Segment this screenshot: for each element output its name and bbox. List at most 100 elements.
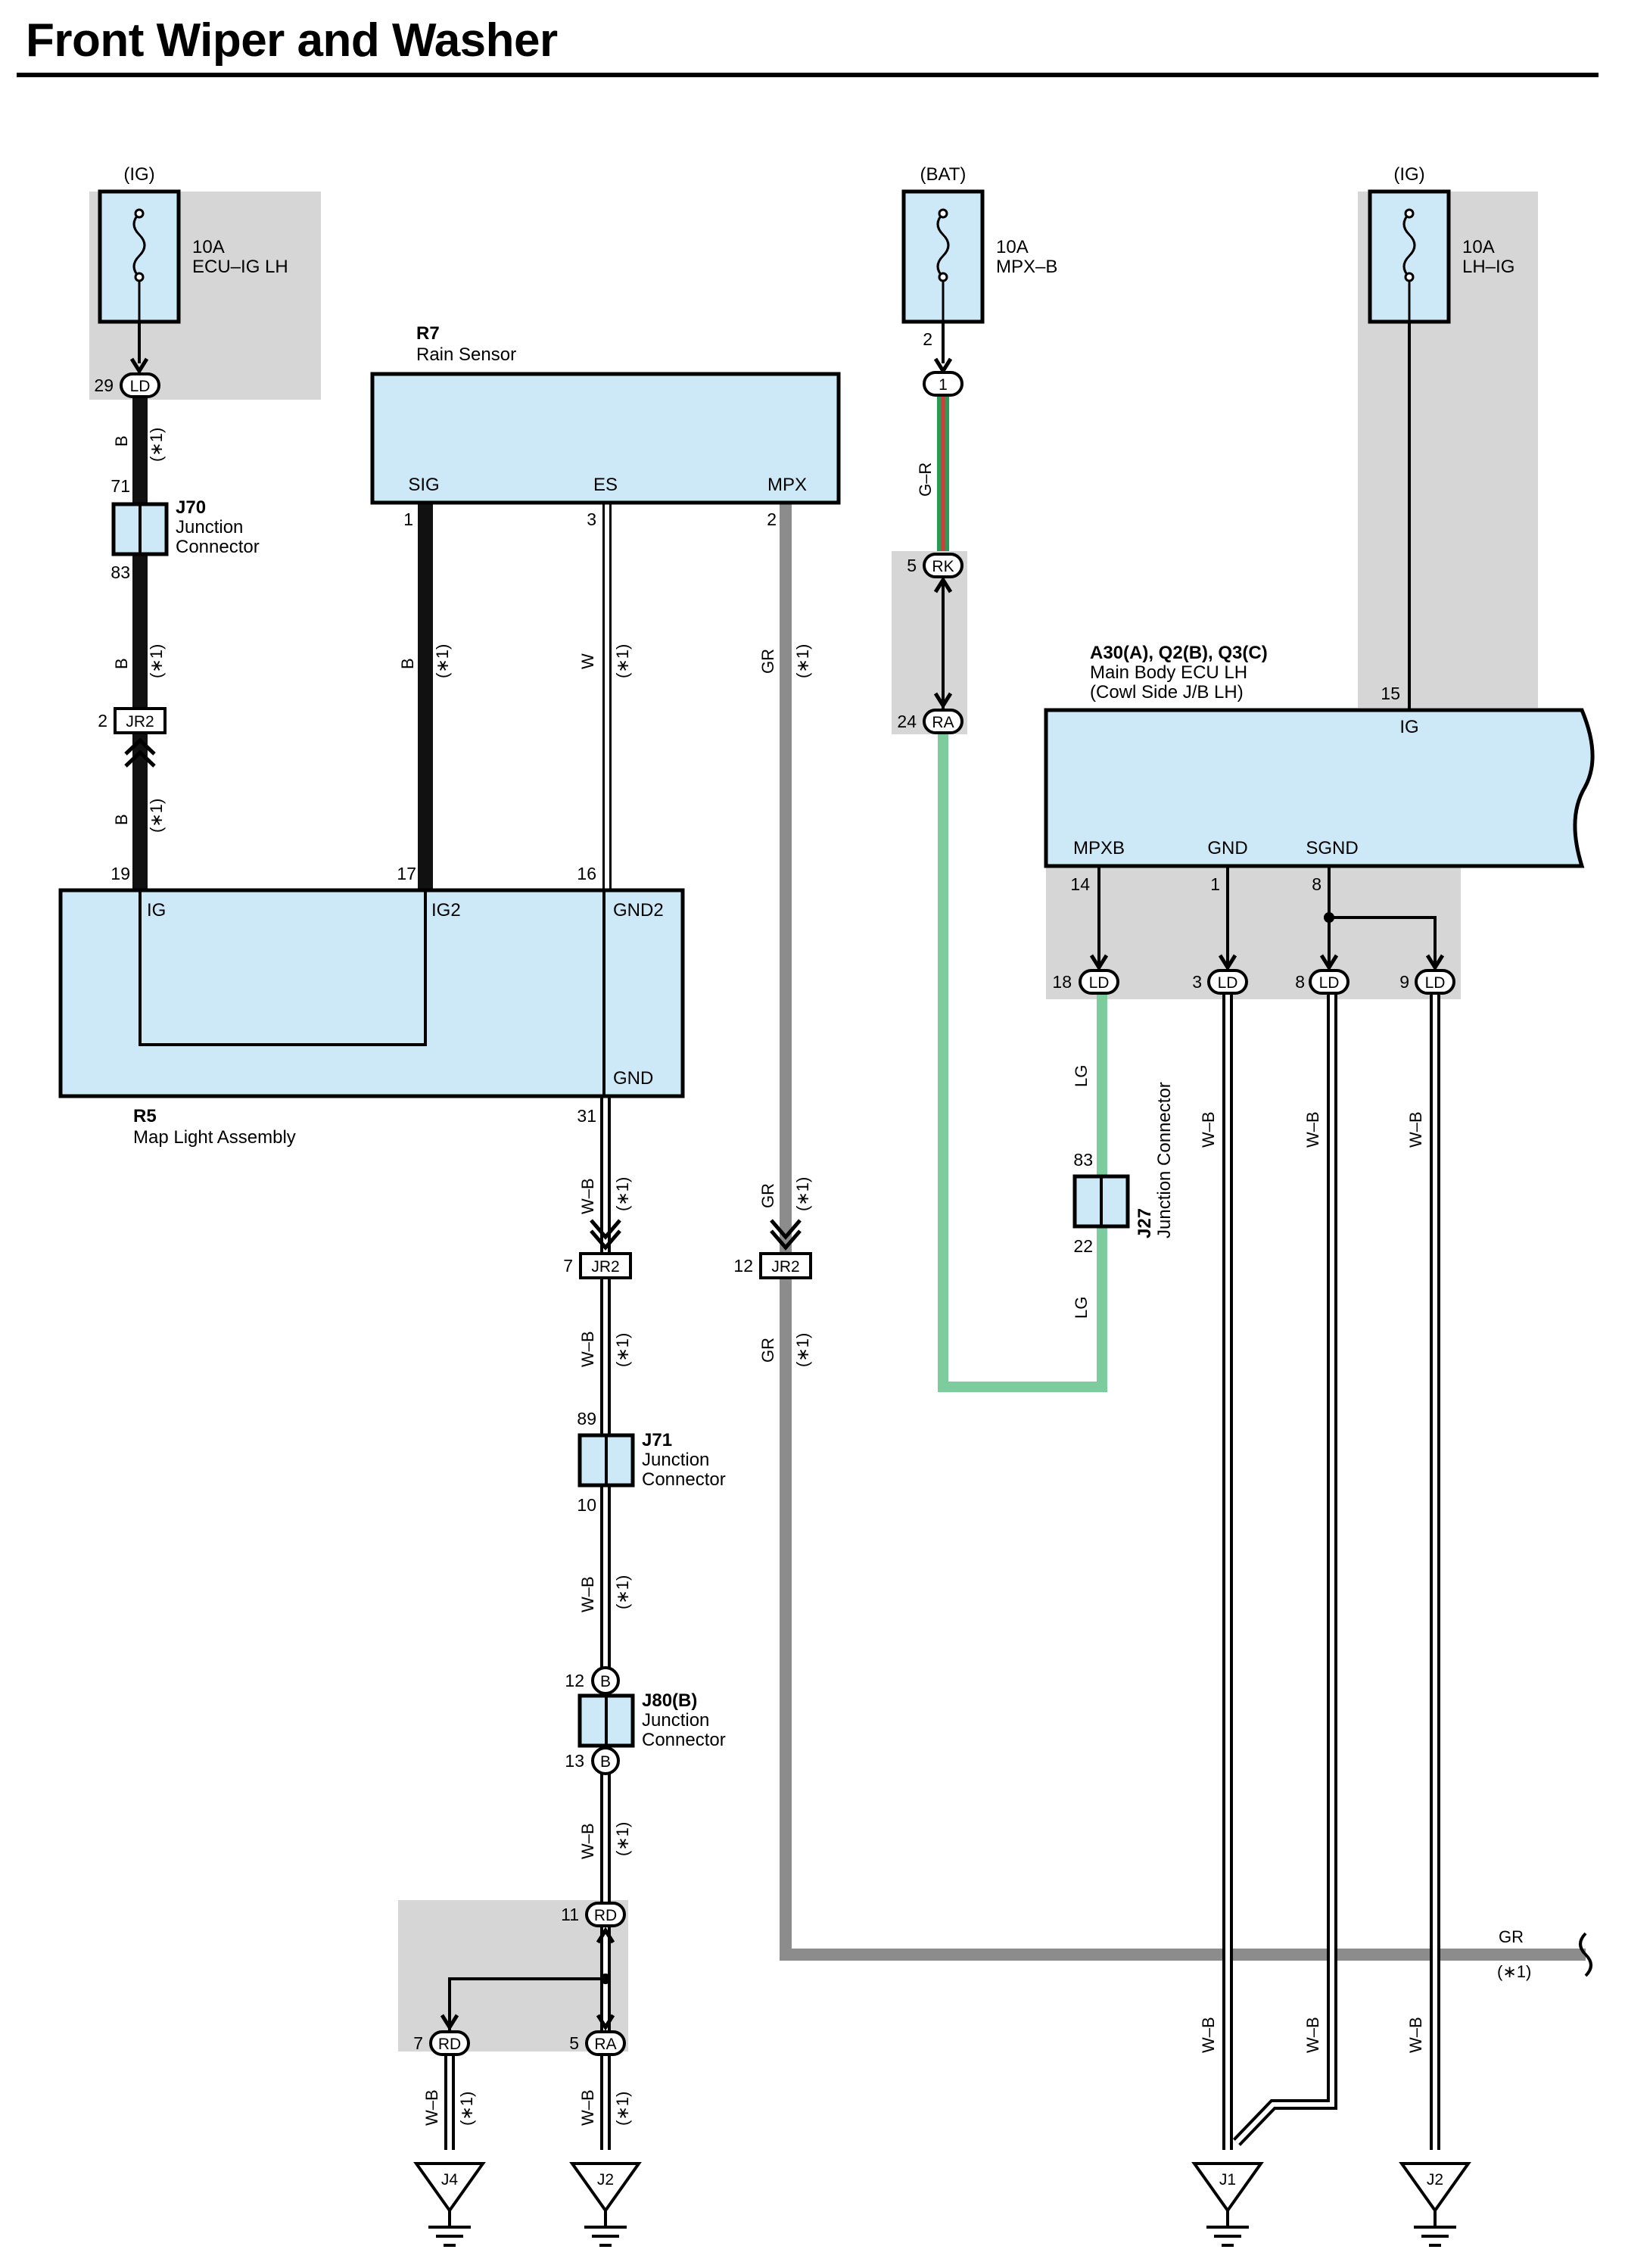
component-code: R5 [133, 1106, 157, 1126]
pin-number: 29 [94, 375, 114, 395]
wire-note: (∗1) [793, 1333, 812, 1367]
connector-label: LD [130, 378, 151, 395]
connector-rd-7: RD 7 [413, 2030, 470, 2056]
pin-number: 1 [1210, 874, 1220, 894]
wire-color-label: W [578, 653, 597, 669]
pin-number: 18 [1052, 972, 1072, 992]
connector-label: LD [1319, 974, 1340, 992]
connector-jr2-2: JR2 2 [98, 707, 167, 768]
wire-color-label: B [398, 658, 417, 669]
component-name: Junction [642, 1710, 709, 1731]
junction-j70: 71 83 J70 Junction Connector [111, 476, 259, 582]
connector-label: RA [594, 2036, 616, 2053]
wire-labels: B (∗1) B (∗1) B (∗1) B (∗1) W (∗1) GR (∗… [112, 428, 1531, 2126]
pin-number: 5 [569, 2033, 579, 2053]
wire-color-label: GR [1499, 1927, 1524, 1946]
fuse-name: MPX–B [996, 257, 1057, 277]
pin-number: 22 [1073, 1236, 1093, 1256]
fuse-ecu-ig-lh: (IG) 10A ECU–IG LH [98, 164, 288, 375]
connector-label: B [600, 1673, 611, 1690]
connector-label: JR2 [126, 713, 154, 731]
connector-label: RA [932, 714, 954, 731]
component-name: Connector [176, 537, 260, 557]
pin-name: IG2 [431, 900, 461, 921]
pin-number: 83 [1073, 1150, 1093, 1170]
pin-number: 16 [577, 864, 596, 883]
pin-number: 31 [577, 1106, 596, 1126]
pin-number: 8 [1312, 874, 1321, 894]
fuse-rating: 10A [192, 237, 225, 257]
ground-j2-left: J2 [571, 2162, 640, 2247]
fuse-name: LH–IG [1462, 257, 1514, 277]
pin-number: 2 [98, 711, 107, 731]
pin-name: GND [1207, 838, 1247, 858]
connector-ra-24: RA 24 [897, 709, 963, 734]
shaded-areas [89, 192, 1538, 2051]
wire-note: (∗1) [613, 2092, 632, 2126]
pin-number: 1 [403, 509, 413, 529]
pin-number: 19 [111, 864, 130, 883]
component-sub: (Cowl Side J/B LH) [1090, 682, 1244, 703]
wire-color-label: W–B [1406, 1111, 1425, 1148]
wire-note: (∗1) [1497, 1962, 1531, 1981]
pin-name: ES [593, 475, 618, 495]
pin-number: 5 [907, 556, 917, 575]
connector-label: RD [438, 2036, 461, 2053]
connector-ld-18: LD 18 [1052, 954, 1119, 995]
title-rule [17, 73, 1599, 77]
wire-note: (∗1) [793, 1177, 812, 1211]
component-name: Connector [642, 1730, 726, 1750]
pin-number: 83 [111, 562, 130, 582]
wire-note: (∗1) [613, 1333, 632, 1367]
connector-ld-29: LD 29 [94, 372, 160, 398]
wire-color-label: G–R [916, 463, 935, 497]
map-light-assembly: IG IG2 GND2 GND 19 17 16 31 R5 Map Light… [58, 864, 685, 1148]
wire-color-label: W–B [1199, 2017, 1218, 2053]
wire-note: (∗1) [147, 428, 166, 462]
connector-label: RD [594, 1907, 617, 1924]
connector-rk-5: RK 5 [907, 553, 963, 709]
wire-note: (∗1) [433, 644, 452, 678]
fuse-mpx-b: (BAT) 10A MPX–B [901, 164, 1057, 375]
wire-color-label: GR [758, 1183, 777, 1208]
wire-note: (∗1) [613, 1575, 632, 1609]
pin-name: SIG [408, 475, 439, 495]
wire-color-label: LG [1072, 1065, 1091, 1087]
pin-number: 2 [923, 329, 932, 349]
ground-label: J1 [1219, 2171, 1236, 2189]
pin-number: 7 [563, 1256, 573, 1276]
fuse-rating: 10A [996, 237, 1029, 257]
ground-label: J2 [1427, 2171, 1443, 2189]
pin-name: IG [1399, 717, 1418, 737]
connector-rd-11: RD 11 [440, 1902, 626, 2031]
wire-note: (∗1) [147, 799, 166, 833]
wire-color-label: W–B [1199, 1111, 1218, 1148]
connector-jr2-7: JR2 7 [563, 1219, 632, 1279]
ground-j4: J4 [415, 2162, 484, 2247]
junction-j27: 83 22 J27 Junction Connector [1072, 1082, 1175, 1256]
pin-number: 12 [733, 1256, 753, 1276]
ground-j2-right: J2 [1400, 2162, 1470, 2247]
fuse-power-label: (IG) [123, 164, 154, 185]
pin-number: 8 [1295, 972, 1305, 992]
wire-color-label: W–B [578, 1331, 597, 1367]
component-code: J70 [176, 497, 206, 518]
pin-number: 15 [1381, 684, 1400, 703]
connector-label: LD [1089, 974, 1110, 992]
pin-name: MPXB [1073, 838, 1125, 858]
component-name: Map Light Assembly [133, 1127, 296, 1148]
pin-name: IG [147, 900, 166, 921]
pin-number: 89 [577, 1409, 596, 1428]
connector-jr2-12: JR2 12 [733, 1219, 812, 1279]
main-body-ecu: A30(A), Q2(B), Q3(C) Main Body ECU LH (C… [1044, 643, 1595, 894]
component-code: J80(B) [642, 1690, 697, 1711]
junction-j80: B B 12 13 J80(B) Junction Connector [565, 1666, 726, 1775]
wire-color-label: W–B [578, 1823, 597, 1859]
wire-color-label: B [112, 814, 131, 825]
component-name: Main Body ECU LH [1090, 662, 1247, 683]
component-name: Junction Connector [1154, 1082, 1175, 1238]
pin-number: 10 [577, 1495, 596, 1515]
pin-number: 14 [1070, 874, 1090, 894]
connector-c1: 2 1 [923, 329, 963, 397]
